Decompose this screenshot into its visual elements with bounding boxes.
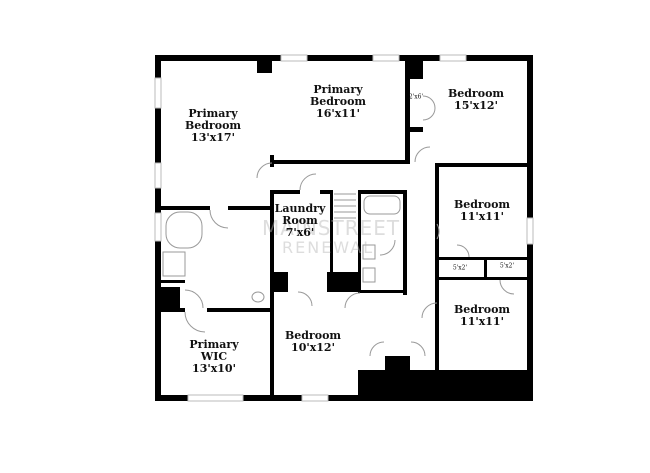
toilet xyxy=(251,291,265,303)
room-size: 13'x10' xyxy=(192,362,236,375)
room-size: 16'x11' xyxy=(316,107,360,120)
room-size: 7'x6' xyxy=(285,226,315,239)
stairs xyxy=(334,193,356,219)
room-size: 11'x11' xyxy=(460,210,504,223)
room-size: 10'x12' xyxy=(291,341,335,354)
fixtures xyxy=(162,195,401,303)
room-primary-bedroom-top: Primary Bedroom 16'x11' xyxy=(310,84,366,120)
room-name: Primary xyxy=(313,83,363,96)
room-name: Bedroom xyxy=(309,95,367,108)
shower xyxy=(162,251,186,277)
closet-ne-size: 2'x6' xyxy=(408,93,424,101)
doors xyxy=(184,95,515,357)
bathtub xyxy=(363,195,401,215)
room-bedroom-ne: Bedroom 15'x12' xyxy=(448,88,504,112)
room-name: Laundry xyxy=(274,202,326,215)
room-name: Bedroom xyxy=(184,119,242,132)
room-primary-wic: Primary WIC 13'x10' xyxy=(189,339,238,375)
closet-b-size: 5'x2' xyxy=(499,262,515,270)
room-name: Bedroom xyxy=(447,87,505,100)
room-size: 11'x11' xyxy=(460,315,504,328)
room-size: 15'x12' xyxy=(454,99,498,112)
soaking-tub xyxy=(165,211,203,249)
sink xyxy=(362,244,376,260)
room-bedroom-e2: Bedroom 11'x11' xyxy=(454,304,510,328)
room-size: 13'x17' xyxy=(191,131,235,144)
room-name: Bedroom xyxy=(453,198,511,211)
room-name: Bedroom xyxy=(453,303,511,316)
room-bedroom-e1: Bedroom 11'x11' xyxy=(454,199,510,223)
room-primary-bedroom-left: Primary Bedroom 13'x17' xyxy=(185,108,241,144)
room-name: Primary xyxy=(188,107,238,120)
watermark-line1: MAINSTREET xyxy=(262,216,401,240)
closet-a-size: 5'x2' xyxy=(452,264,468,272)
watermark-line2: RENEWAL xyxy=(282,238,375,257)
sink xyxy=(362,267,376,283)
room-name: Room xyxy=(282,214,318,227)
room-name: WIC xyxy=(200,350,228,363)
room-laundry: Laundry Room 7'x6' xyxy=(275,203,326,239)
windows xyxy=(154,54,534,402)
room-bedroom-s: Bedroom 10'x12' xyxy=(285,330,341,354)
room-name: Primary xyxy=(189,338,239,351)
room-name: Bedroom xyxy=(284,329,342,342)
